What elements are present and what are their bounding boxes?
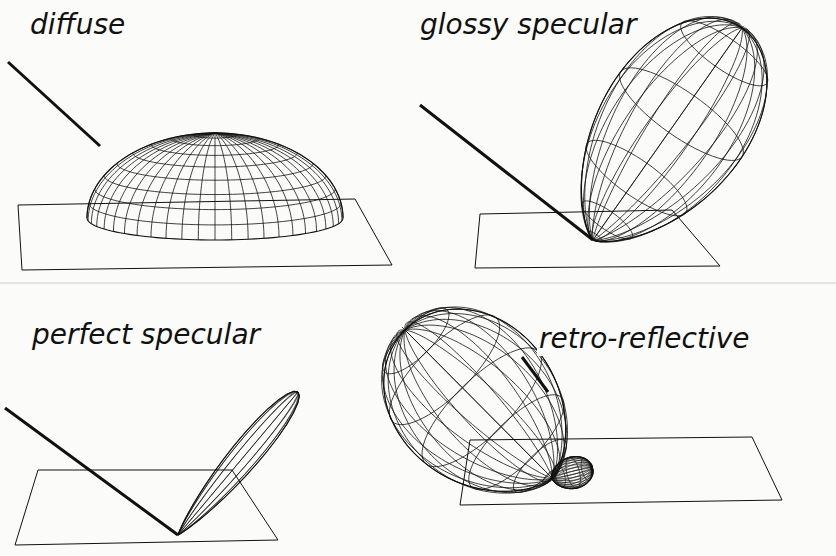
panel-label: perfect specular [30,318,262,352]
wireframe-line [593,28,767,242]
wireframe-line [178,392,299,535]
wireframe-line [586,140,687,215]
wireframe-line [215,133,342,221]
wireframe-line [551,465,592,478]
wireframe-line [215,133,248,239]
wireframe-line [552,458,592,478]
wireframe-line [178,391,298,535]
wireframe-line [566,457,581,488]
specular-lobe [5,391,299,545]
wireframe-line [178,392,298,535]
wireframe-line [87,133,343,218]
wireframe-line [593,28,755,242]
wireframe-line [593,26,743,240]
retro-lobe [382,307,782,505]
wireframe-line [681,21,768,86]
wireframe-line [593,28,767,242]
wireframe-line [581,21,742,240]
wireframe-line [91,133,215,224]
wireframe-line [382,330,552,483]
wireframe-line [593,28,747,241]
panel-label: diffuse [28,8,127,42]
wireframe-line [97,133,215,226]
wireframe-line [178,392,298,535]
wireframe-line [552,468,592,489]
glossy-lobe [420,17,768,268]
wireframe-line [581,18,742,240]
wireframe-line [178,391,298,535]
wireframe-line [405,330,553,479]
wireframe-line [384,330,552,491]
wireframe-line [178,392,298,535]
wireframe-line [198,133,215,240]
wireframe-line [178,392,299,535]
diffuse-lobe [8,62,392,270]
wireframe-line [394,330,552,493]
wireframe-line [552,468,592,483]
wireframe-line [593,28,742,240]
wireframe-line [552,458,592,478]
incident-ray [420,105,593,240]
wireframe-line [215,133,216,240]
wireframe-line [178,392,299,535]
wireframe-line [581,458,592,480]
surface-plane [460,437,782,505]
wireframe-line [178,392,298,535]
wireframe-line [593,28,742,240]
incident-ray [522,357,548,392]
wireframe-line [87,133,215,218]
wireframe-line [178,391,298,535]
wireframe-line [182,133,215,239]
wireframe-line [391,330,552,478]
incident-ray [5,408,178,535]
wireframe-line [552,460,592,478]
wireframe-line [389,315,499,425]
wireframe-line [383,308,449,374]
wireframe-line [215,133,279,237]
wireframe-line [552,468,593,488]
incident-ray [8,62,100,146]
wireframe-line [620,68,744,161]
wireframe-line [552,460,592,478]
wireframe-line [215,133,264,238]
wireframe-line [178,392,299,535]
panel-divider [0,282,836,284]
wireframe-line [215,133,333,226]
wireframe-line [104,133,215,229]
wireframe-line [88,133,215,221]
panel-label: glossy specular [418,8,639,42]
wireframe-line [583,25,742,240]
wireframe-line [592,19,742,240]
wireframe-line [215,133,326,229]
wireframe-line [166,133,215,238]
wireframe-line [151,133,215,237]
wireframe-line [178,392,298,535]
wireframe-line [552,456,592,478]
wireframe-line [593,28,768,241]
wireframe-line [589,17,742,240]
wireframe-line [593,28,762,242]
wireframe-line [400,330,552,490]
wireframe-line [215,133,293,235]
panel-label: retro-reflective [537,322,751,356]
wireframe-line [469,395,564,490]
wireframe-line [404,330,552,486]
wireframe-line [178,392,298,535]
wireframe-line [178,392,299,535]
wireframe-line [215,133,232,240]
wireframe-line [405,308,558,478]
